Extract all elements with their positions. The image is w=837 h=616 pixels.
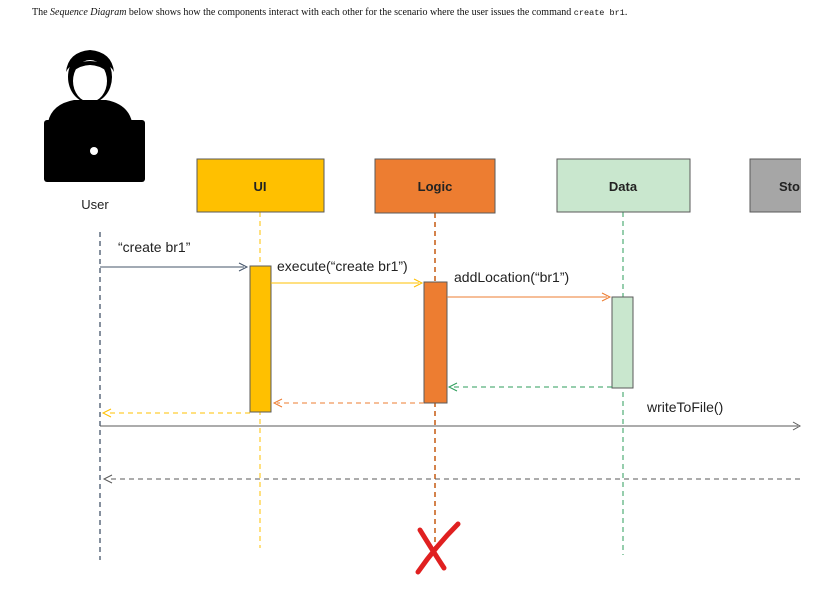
data-activation-bar bbox=[611, 296, 634, 389]
participant-data: Data bbox=[556, 158, 691, 213]
intro-end: . bbox=[624, 7, 628, 18]
message-write-to-file: writeToFile() bbox=[100, 399, 801, 431]
destroy-x-icon bbox=[415, 521, 461, 575]
intro-middle: below shows how the components interact … bbox=[126, 7, 574, 18]
message-execute-label: execute(“create br1”) bbox=[277, 258, 408, 274]
participant-logic: Logic bbox=[374, 158, 496, 214]
participant-ui-label: UI bbox=[254, 179, 267, 194]
participant-storage: Sto bbox=[749, 158, 801, 213]
return-logic-to-ui bbox=[272, 398, 424, 408]
intro-lead: The bbox=[32, 7, 51, 18]
return-ui-to-user bbox=[101, 408, 250, 418]
return-storage-to-user bbox=[102, 474, 800, 484]
actor-label: User bbox=[81, 197, 109, 212]
intro-text: The Sequence Diagram below shows how the… bbox=[32, 7, 822, 18]
participant-data-label: Data bbox=[609, 179, 638, 194]
intro-command: create br1 bbox=[573, 8, 625, 18]
message-add-location-label: addLocation(“br1”) bbox=[454, 269, 569, 285]
laptop-dot-icon bbox=[90, 147, 98, 155]
logic-activation-bar bbox=[423, 281, 448, 404]
participant-logic-label: Logic bbox=[418, 179, 453, 194]
return-data-to-logic bbox=[447, 382, 612, 392]
message-write-to-file-label: writeToFile() bbox=[646, 399, 723, 415]
user-actor-icon bbox=[44, 50, 145, 182]
message-create-br1: “create br1” bbox=[100, 239, 249, 272]
participant-storage-label: Sto bbox=[779, 179, 800, 194]
message-create-br1-label: “create br1” bbox=[118, 239, 191, 255]
message-add-location: addLocation(“br1”) bbox=[447, 269, 612, 302]
message-execute: execute(“create br1”) bbox=[271, 258, 424, 288]
intro-emphasis: Sequence Diagram bbox=[50, 7, 127, 18]
ui-activation-bar bbox=[249, 265, 272, 413]
participant-ui: UI bbox=[196, 158, 325, 213]
